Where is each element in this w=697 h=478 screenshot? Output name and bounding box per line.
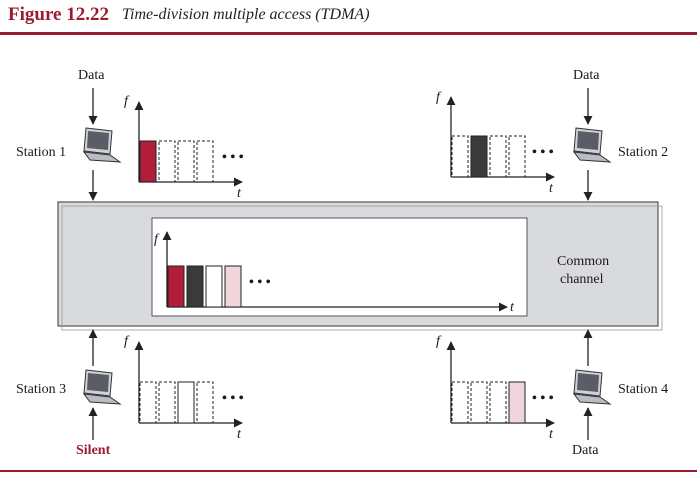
channel-slot-station1 xyxy=(167,265,185,308)
s1-label: Station 1 xyxy=(16,145,67,160)
channel-shadow xyxy=(61,205,663,331)
s1-slot-empty xyxy=(196,140,214,183)
channel-label-line1: Common xyxy=(557,254,610,269)
s3-slot-empty xyxy=(196,381,214,424)
s4-label: Station 4 xyxy=(618,382,669,397)
s1-slot-empty xyxy=(158,140,176,183)
s4-slot-empty xyxy=(451,381,469,424)
channel-label-line2: channel xyxy=(560,272,604,287)
s1-f-label: f xyxy=(124,94,128,109)
s4-slot-empty xyxy=(470,381,488,424)
laptop-icon xyxy=(572,369,612,405)
s3-t-label: t xyxy=(237,427,241,442)
channel-t-label: t xyxy=(510,300,514,315)
s3-slot-empty xyxy=(158,381,176,424)
s2-slot-empty xyxy=(489,135,507,178)
s4-t-label: t xyxy=(549,427,553,442)
channel-slot-station4 xyxy=(224,265,242,308)
s4-slot-empty xyxy=(489,381,507,424)
s3-slot-active xyxy=(177,381,195,424)
s2-slot-active xyxy=(470,135,488,178)
s4-input-label: Data xyxy=(572,443,599,458)
channel-slot-station2 xyxy=(186,265,204,308)
s3-slot-empty xyxy=(139,381,157,424)
top-rule xyxy=(0,32,697,35)
s1-t-label: t xyxy=(237,186,241,201)
figure-caption: Time-division multiple access (TDMA) xyxy=(122,6,370,23)
s1-input-label: Data xyxy=(78,68,105,83)
laptop-icon xyxy=(82,127,122,163)
s3-ellipsis: • • • xyxy=(222,391,244,406)
bottom-rule xyxy=(0,470,697,472)
s4-ellipsis: • • • xyxy=(532,391,554,406)
channel-ellipsis: • • • xyxy=(249,275,271,290)
s3-input-label: Silent xyxy=(76,443,111,458)
s1-ellipsis: • • • xyxy=(222,150,244,165)
s4-slot-active xyxy=(508,381,526,424)
s2-slot-empty xyxy=(508,135,526,178)
s3-label: Station 3 xyxy=(16,382,67,397)
figure-number: Figure 12.22 xyxy=(8,4,109,25)
s2-ellipsis: • • • xyxy=(532,145,554,160)
s2-input-label: Data xyxy=(573,68,600,83)
s2-label: Station 2 xyxy=(618,145,669,160)
s2-f-label: f xyxy=(436,90,440,105)
s3-f-label: f xyxy=(124,334,128,349)
s2-t-label: t xyxy=(549,181,553,196)
s1-slot-empty xyxy=(177,140,195,183)
channel-f-label: f xyxy=(154,232,158,247)
figure-header: Figure 12.22 Time-division multiple acce… xyxy=(0,0,697,36)
channel-slot-station3 xyxy=(205,265,223,308)
laptop-icon xyxy=(572,127,612,163)
s1-slot-active xyxy=(139,140,157,183)
s4-f-label: f xyxy=(436,334,440,349)
laptop-icon xyxy=(82,369,122,405)
s2-slot-empty xyxy=(451,135,469,178)
